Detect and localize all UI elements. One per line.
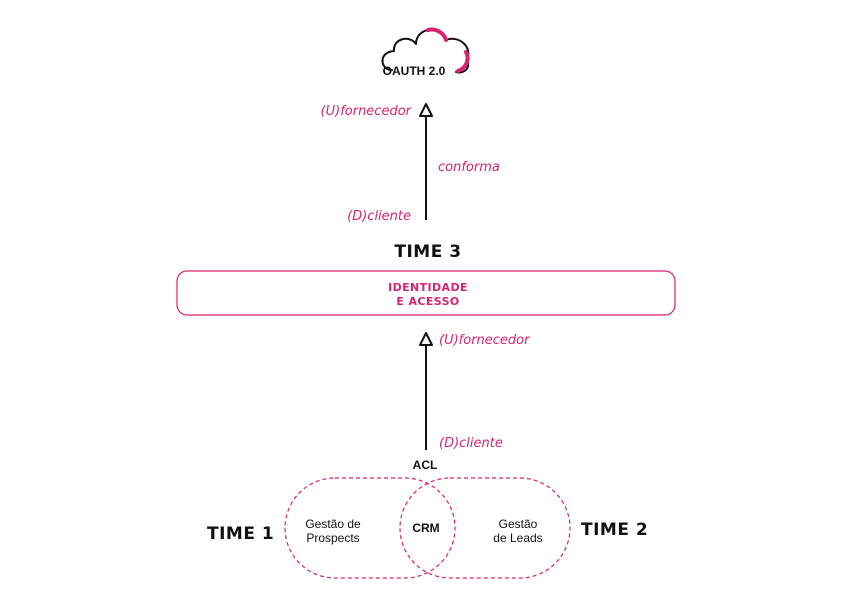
top-conformist-arrow <box>419 103 433 220</box>
right-context-line-1: Gestão <box>499 517 538 531</box>
overlapping-contexts <box>284 477 571 579</box>
middle-downstream-role: (D)cliente <box>439 436 503 451</box>
right-context-shape <box>399 477 571 579</box>
time1-label: TIME 1 <box>207 524 274 544</box>
shared-context-label: CRM <box>412 521 439 535</box>
top-downstream-role: (D)cliente <box>347 209 411 224</box>
right-context-line-2: de Leads <box>493 531 542 545</box>
cloud-icon <box>381 27 470 74</box>
left-context-shape <box>284 477 456 579</box>
context-line-2: E ACESSO <box>396 295 459 308</box>
time3-label: TIME 3 <box>394 242 461 262</box>
cloud-label: OAUTH 2.0 <box>383 64 446 78</box>
time2-label: TIME 2 <box>581 520 648 540</box>
context-line-1: IDENTIDADE <box>388 281 468 294</box>
middle-acl-arrow <box>419 332 433 450</box>
middle-upstream-role: (U)fornecedor <box>439 333 531 348</box>
acl-label: ACL <box>413 458 438 472</box>
identity-access-context: IDENTIDADE E ACESSO <box>176 270 676 316</box>
top-relationship-label: conforma <box>438 160 500 175</box>
left-context-line-1: Gestão de <box>305 517 361 531</box>
left-context-line-2: Prospects <box>306 531 359 545</box>
top-upstream-role: (U)fornecedor <box>321 104 413 119</box>
